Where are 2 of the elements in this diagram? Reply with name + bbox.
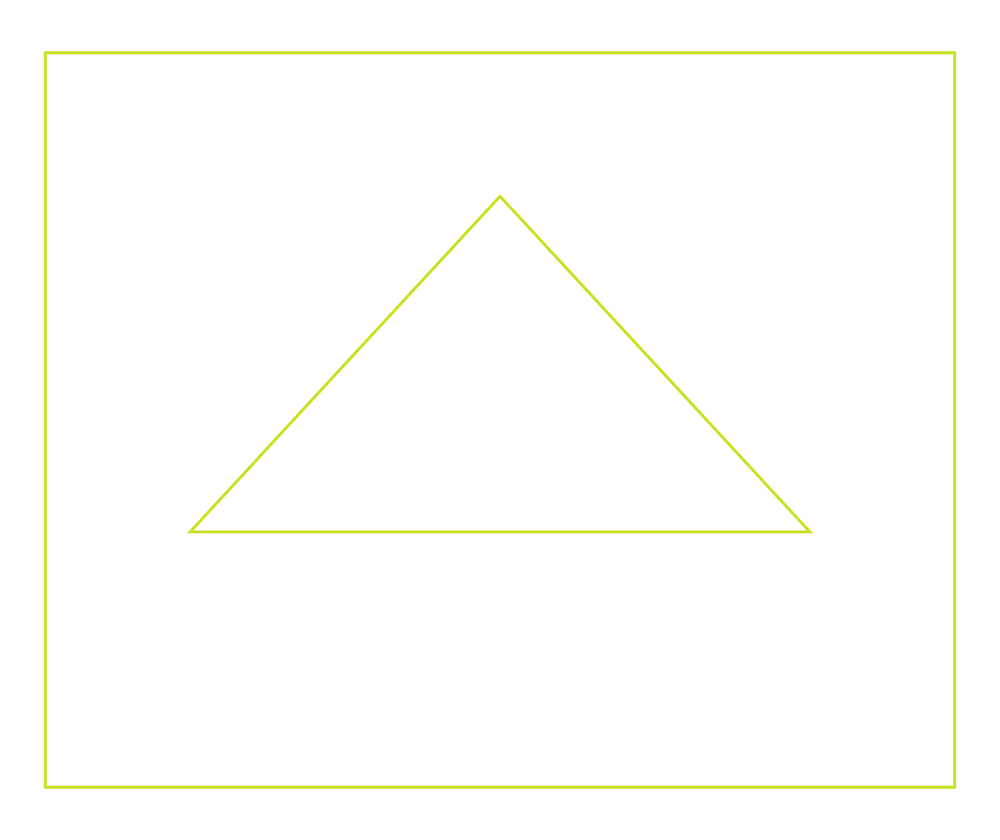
cluster [43, 51, 957, 789]
node-triangle [186, 194, 814, 534]
